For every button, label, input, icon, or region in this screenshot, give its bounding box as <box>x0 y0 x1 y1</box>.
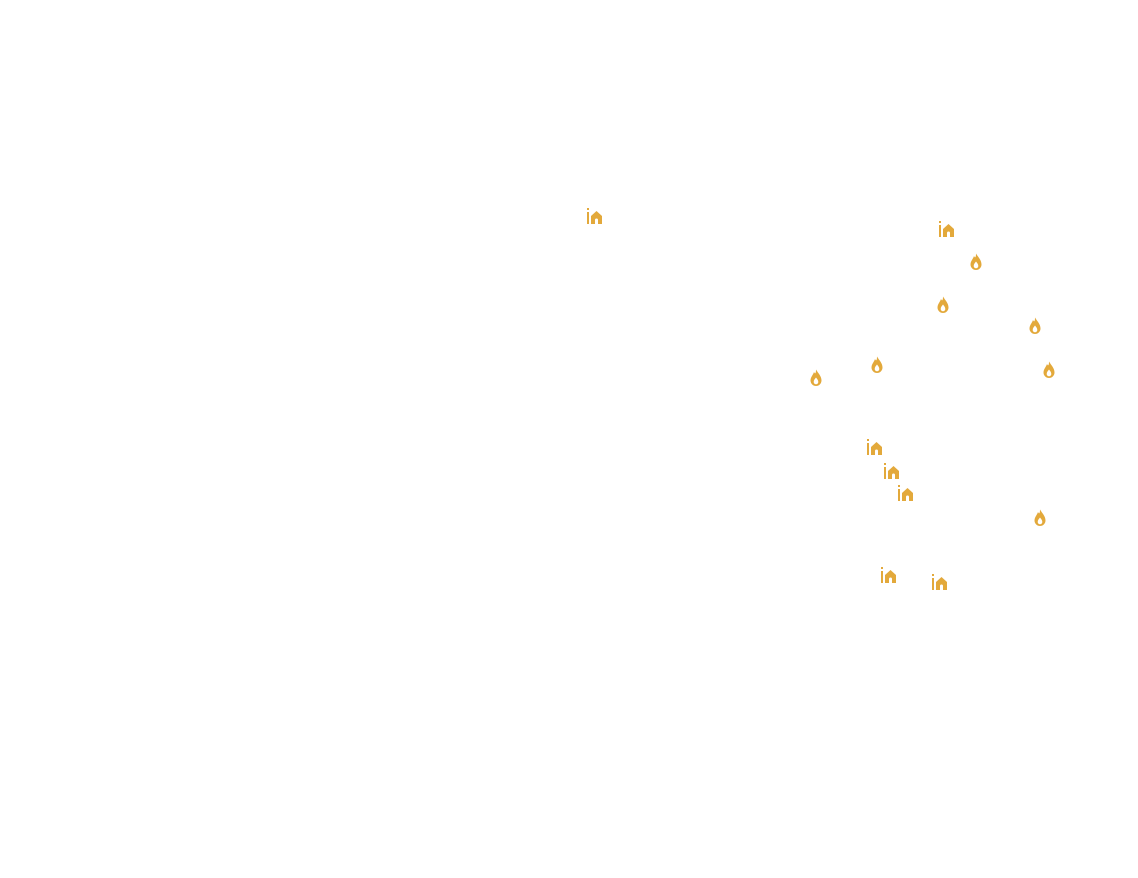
fire-marker[interactable] <box>970 253 982 271</box>
mosque-icon <box>866 439 884 456</box>
fire-icon <box>1034 509 1046 527</box>
mosque-icon <box>938 221 956 238</box>
mosque-icon <box>931 574 949 591</box>
fire-icon <box>810 369 822 387</box>
mosque-icon <box>586 208 604 225</box>
mosque-marker[interactable] <box>880 567 898 584</box>
fire-icon <box>1043 361 1055 379</box>
fire-marker[interactable] <box>1029 317 1041 335</box>
mosque-icon <box>897 485 915 502</box>
fire-marker[interactable] <box>810 369 822 387</box>
fire-marker[interactable] <box>937 296 949 314</box>
fire-icon <box>871 356 883 374</box>
mosque-icon <box>880 567 898 584</box>
mosque-marker[interactable] <box>586 208 604 225</box>
mosque-icon <box>883 463 901 480</box>
fire-marker[interactable] <box>1034 509 1046 527</box>
mosque-marker[interactable] <box>938 221 956 238</box>
fire-icon <box>937 296 949 314</box>
mosque-marker[interactable] <box>866 439 884 456</box>
fire-marker[interactable] <box>871 356 883 374</box>
fire-icon <box>1029 317 1041 335</box>
fire-marker[interactable] <box>1043 361 1055 379</box>
mosque-marker[interactable] <box>883 463 901 480</box>
mosque-marker[interactable] <box>897 485 915 502</box>
mosque-marker[interactable] <box>931 574 949 591</box>
fire-icon <box>970 253 982 271</box>
